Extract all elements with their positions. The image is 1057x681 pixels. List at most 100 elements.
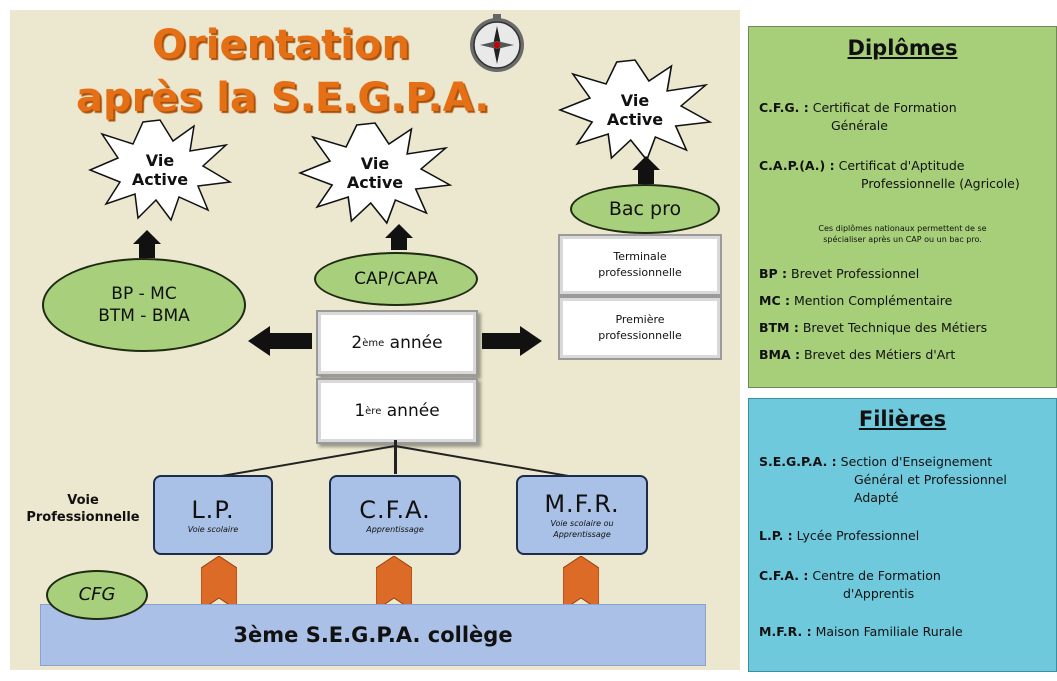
cfg-abbr: C.F.G. : (759, 100, 809, 115)
bp-abbr: BP : (759, 266, 788, 281)
bma-definition: BMA : Brevet des Métiers d'Art (759, 346, 955, 363)
lp-sub1: Voie scolaire (187, 524, 239, 534)
title-line-2: après la S.E.G.P.A. (76, 75, 490, 121)
cap-line1: Certificat d'Aptitude (838, 158, 965, 173)
cfa-definition: C.F.A. : Centre de Formation (759, 567, 941, 584)
voie-line2: Professionnelle (26, 510, 140, 525)
bma-abbr: BMA : (759, 347, 800, 362)
arrow-up-middle-icon (385, 224, 413, 238)
cfa-sub1: Apprentissage (366, 524, 424, 534)
segpa-line3: Adapté (854, 490, 899, 505)
cap-capa-oval: CAP/CAPA (314, 252, 478, 306)
bp-mc-line2: BTM - BMA (98, 306, 190, 326)
chevron-up-icon-mfr (562, 555, 600, 611)
note-line2: spécialiser après un CAP ou un bac pro. (823, 235, 982, 244)
arrow-right-icon (520, 326, 542, 356)
bp-mc-btm-bma-oval: BP - MC BTM - BMA (42, 258, 246, 352)
cfa-def-abbr: C.F.A. : (759, 568, 809, 583)
star-right-line1: Vie (620, 91, 650, 110)
star-left-line1: Vie (145, 151, 175, 170)
arrow-up-left-icon (133, 230, 161, 244)
star-left-line2: Active (131, 170, 189, 189)
chevron-up-icon-cfa (375, 555, 413, 611)
btm-abbr: BTM : (759, 320, 799, 335)
cfg-definition-line2: Générale (831, 118, 888, 133)
lp-def-abbr: L.P. : (759, 528, 793, 543)
arrow-up-right-icon (632, 156, 660, 170)
btm-definition: BTM : Brevet Technique des Métiers (759, 319, 987, 336)
cfg-label: CFG (78, 584, 116, 605)
mfr-abbr: M.F.R. (544, 490, 620, 518)
cfg-definition: C.F.G. : Certificat de Formation (759, 99, 957, 116)
bma-text: Brevet des Métiers d'Art (803, 347, 956, 362)
premiere-line1: Première (615, 313, 665, 326)
voie-professionnelle-label: Voie Professionnelle (8, 492, 158, 526)
segpa-definition: S.E.G.P.A. : Section d'Enseignement (759, 453, 992, 470)
year-2-sup: ème (362, 337, 385, 349)
diplomes-note: Ces diplômes nationaux permettent de se … (769, 223, 1036, 245)
cfa-def-line2: d'Apprentis (843, 586, 915, 601)
filieres-title: Filières (858, 407, 947, 431)
arrow-right-shaft (482, 333, 522, 349)
terminale-line1: Terminale (613, 250, 667, 263)
arrow-up-middle-shaft (391, 236, 407, 250)
mfr-box: M.F.R. Voie scolaire ou Apprentissage (516, 475, 648, 555)
premiere-line2: professionnelle (598, 329, 682, 342)
year-1-text: année (381, 401, 440, 421)
bp-definition: BP : Brevet Professionnel (759, 265, 919, 282)
mfr-sub1: Voie scolaire ou (550, 519, 614, 528)
voie-line1: Voie (67, 493, 99, 508)
filieres-panel: Filières S.E.G.P.A. : Section d'Enseigne… (748, 398, 1057, 672)
lp-definition: L.P. : Lycée Professionnel (759, 527, 919, 544)
mc-text: Mention Complémentaire (793, 293, 953, 308)
arrow-left-icon (248, 326, 270, 356)
bac-pro-oval: Bac pro (570, 184, 720, 234)
lp-box: L.P. Voie scolaire (153, 475, 273, 555)
star-middle-line2: Active (346, 173, 404, 192)
cfg-line1: Certificat de Formation (812, 100, 957, 115)
base-label: 3ème S.E.G.P.A. collège (233, 623, 513, 647)
connector-stem (394, 440, 397, 474)
star-right-line2: Active (606, 110, 664, 129)
lp-def-text: Lycée Professionnel (796, 528, 920, 543)
diplomes-panel: Diplômes C.F.G. : Certificat de Formatio… (748, 26, 1057, 388)
bac-pro-label: Bac pro (608, 198, 682, 220)
mfr-def-text: Maison Familiale Rurale (815, 624, 963, 639)
mfr-def-abbr: M.F.R. : (759, 624, 812, 639)
arrow-up-left-shaft (139, 244, 155, 258)
cfa-box: C.F.A. Apprentissage (329, 475, 461, 555)
compass-icon (466, 12, 528, 74)
cfa-abbr: C.F.A. (359, 495, 431, 524)
chevron-up-icon-lp (200, 555, 238, 611)
cap-definition-line2: Professionnelle (Agricole) (861, 176, 1020, 191)
btm-text: Brevet Technique des Métiers (802, 320, 988, 335)
arrow-left-shaft (270, 333, 312, 349)
segpa-line1: Section d'Enseignement (840, 454, 993, 469)
star-middle-line1: Vie (360, 154, 390, 173)
premiere-pro-box: Première professionnelle (558, 296, 722, 360)
terminale-pro-box: Terminale professionnelle (558, 234, 722, 296)
base-segpa-college: 3ème S.E.G.P.A. collège (40, 604, 706, 666)
note-line1: Ces diplômes nationaux permettent de se (818, 224, 987, 233)
year-1-num: 1 (354, 401, 366, 421)
bp-text: Brevet Professionnel (791, 266, 920, 281)
mc-definition: MC : Mention Complémentaire (759, 292, 952, 309)
year-2-num: 2 (351, 333, 363, 353)
lp-abbr: L.P. (191, 495, 235, 524)
terminale-line2: professionnelle (598, 266, 682, 279)
arrow-up-right-shaft (638, 168, 654, 184)
bp-mc-line1: BP - MC (111, 284, 177, 304)
cfa-def-line1: Centre de Formation (812, 568, 941, 583)
cap-definition: C.A.P.(A.) : Certificat d'Aptitude (759, 157, 965, 174)
diplomes-title: Diplômes (847, 36, 958, 60)
year-1-sup: ère (365, 405, 382, 417)
title-line-1: Orientation (152, 22, 410, 68)
mc-abbr: MC : (759, 293, 790, 308)
segpa-line2: Général et Professionnel (854, 472, 1007, 487)
cap-capa-label: CAP/CAPA (354, 269, 438, 289)
